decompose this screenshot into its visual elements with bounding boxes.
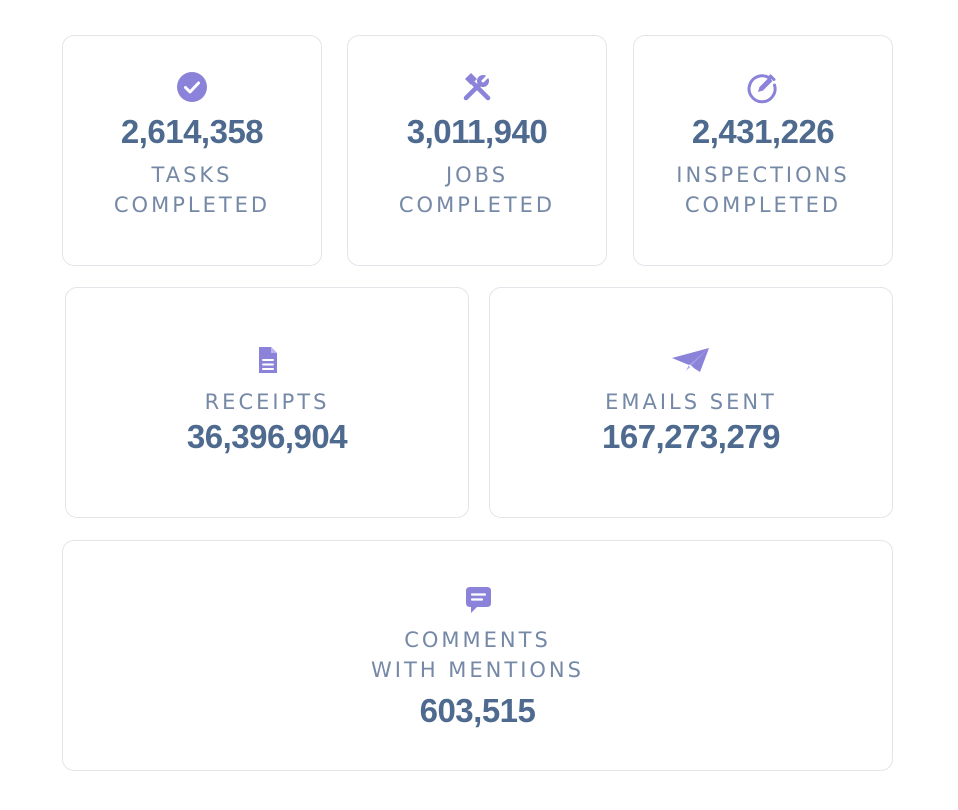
jobs-label-line2: COMPLETED xyxy=(398,193,556,217)
comments-label-line1: COMMENTS xyxy=(404,628,551,652)
stat-card-tasks: 2,614,358 TASKS COMPLETED xyxy=(62,35,322,266)
stat-card-inspections: 2,431,226 INSPECTIONS COMPLETED xyxy=(633,35,893,266)
receipts-value: 36,396,904 xyxy=(186,418,348,455)
stat-card-comments: COMMENTS WITH MENTIONS 603,515 xyxy=(62,540,893,771)
jobs-completed-value: 3,011,940 xyxy=(406,113,548,150)
inspections-completed-value: 2,431,226 xyxy=(691,113,835,150)
inspections-label-line2: COMPLETED xyxy=(684,193,842,217)
tasks-label-line2: COMPLETED xyxy=(113,193,271,217)
jobs-label-line1: JOBS xyxy=(445,163,509,187)
tools-icon xyxy=(460,70,494,104)
stat-card-jobs: 3,011,940 JOBS COMPLETED xyxy=(347,35,607,266)
stat-card-receipts: RECEIPTS 36,396,904 xyxy=(65,287,469,518)
emails-label: EMAILS SENT xyxy=(605,390,777,414)
stat-card-emails: EMAILS SENT 167,273,279 xyxy=(489,287,893,518)
comments-label-line2: WITH MENTIONS xyxy=(371,658,584,682)
document-icon xyxy=(250,343,284,377)
tasks-label-line1: TASKS xyxy=(151,163,233,187)
comments-value: 603,515 xyxy=(419,692,536,729)
tasks-completed-value: 2,614,358 xyxy=(120,113,264,150)
receipts-label: RECEIPTS xyxy=(204,390,330,414)
inspections-label-line1: INSPECTIONS xyxy=(676,163,850,187)
comment-icon xyxy=(461,583,495,617)
check-circle-icon xyxy=(175,70,209,104)
edit-circle-icon xyxy=(746,70,780,104)
emails-value: 167,273,279 xyxy=(601,418,781,455)
paper-plane-icon xyxy=(669,343,713,377)
